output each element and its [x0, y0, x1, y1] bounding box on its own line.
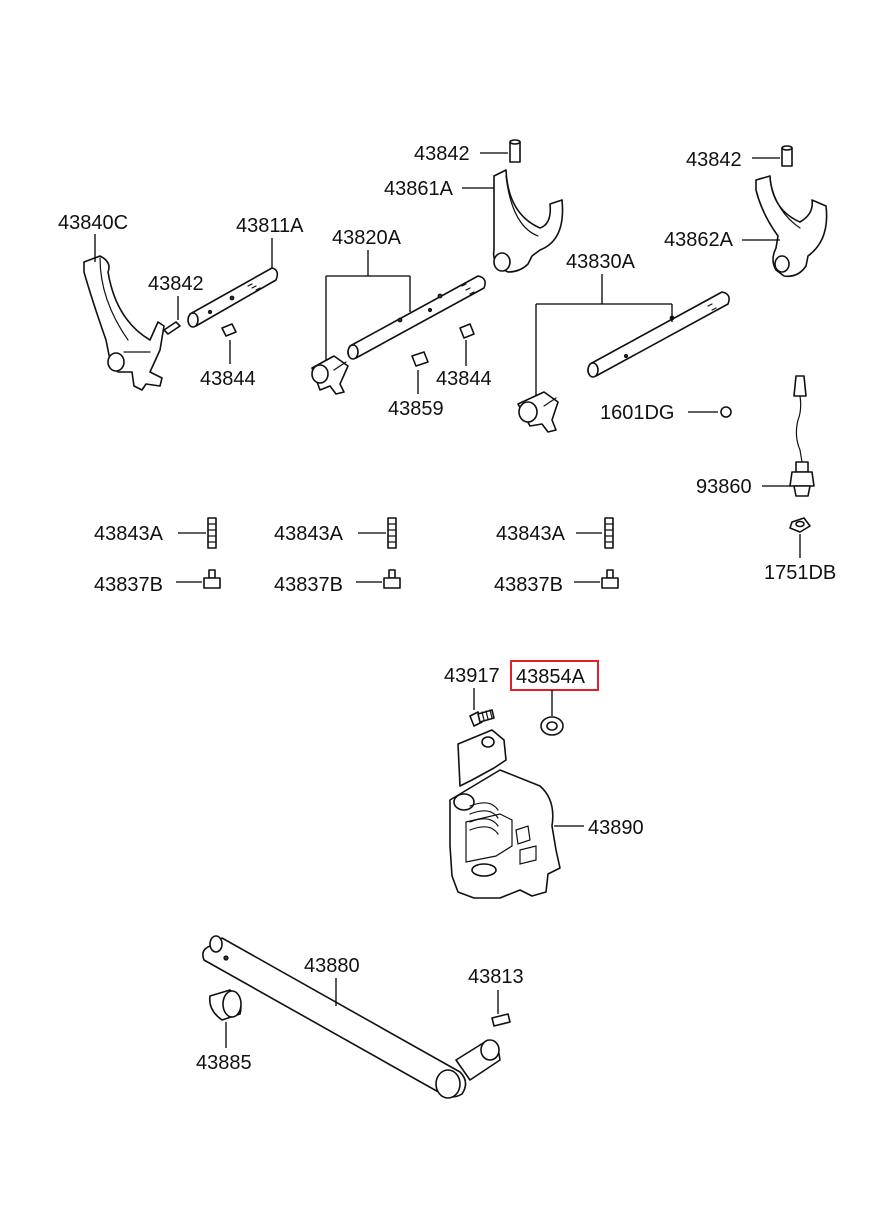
part-1601DG-ball[interactable]	[720, 406, 732, 418]
part-43840C-shift-fork[interactable]	[83, 255, 165, 391]
part-43862A-shift-fork[interactable]	[755, 175, 828, 278]
part-43813-pin[interactable]	[491, 1013, 511, 1027]
part-43837B-bolt-3[interactable]	[601, 569, 619, 589]
part-43830A-shift-rail[interactable]	[587, 291, 730, 378]
label-43861A[interactable]: 43861A	[384, 178, 454, 200]
label-43854A[interactable]: 43854A	[516, 666, 586, 688]
label-43917[interactable]: 43917	[444, 665, 500, 687]
label-43844-middle[interactable]: 43844	[436, 368, 492, 390]
part-43844-pin-middle[interactable]	[459, 323, 475, 339]
label-43880[interactable]: 43880	[304, 955, 360, 977]
part-43820A-lug[interactable]	[311, 355, 349, 395]
label-43837B-3[interactable]: 43837B	[494, 574, 563, 596]
part-43917-bolt[interactable]	[469, 709, 495, 727]
part-43830A-lug[interactable]	[517, 391, 559, 433]
label-43843A-3[interactable]: 43843A	[496, 523, 566, 545]
label-43844-left[interactable]: 43844	[200, 368, 256, 390]
part-43843A-stud-1[interactable]	[207, 517, 217, 549]
part-93860-switch[interactable]	[789, 375, 815, 497]
part-43861A-shift-fork[interactable]	[492, 169, 564, 273]
part-43837B-bolt-1[interactable]	[203, 569, 221, 589]
label-43843A-2[interactable]: 43843A	[274, 523, 344, 545]
label-1601DG[interactable]: 1601DG	[600, 402, 675, 424]
label-43842-right[interactable]: 43842	[686, 149, 742, 171]
label-43837B-1[interactable]: 43837B	[94, 574, 163, 596]
label-43885[interactable]: 43885	[196, 1052, 252, 1074]
part-43820A-shift-rail[interactable]	[347, 275, 486, 360]
part-1751DB-washer[interactable]	[789, 517, 811, 533]
part-43859-pin[interactable]	[411, 351, 429, 367]
part-43880-shaft[interactable]	[202, 935, 501, 1099]
part-43843A-stud-3[interactable]	[604, 517, 614, 549]
label-43843A-1[interactable]: 43843A	[94, 523, 164, 545]
part-43842-pin-left[interactable]	[163, 321, 181, 335]
label-43842-center[interactable]: 43842	[414, 143, 470, 165]
part-43811A-shift-rail[interactable]	[187, 267, 279, 328]
label-43830A[interactable]: 43830A	[566, 251, 636, 273]
highlight-box-43854A	[510, 660, 599, 691]
part-43844-pin-left[interactable]	[221, 323, 237, 337]
label-43859[interactable]: 43859	[388, 398, 444, 420]
label-43820A[interactable]: 43820A	[332, 227, 402, 249]
label-43890[interactable]: 43890	[588, 817, 644, 839]
label-93860[interactable]: 93860	[696, 476, 752, 498]
label-1751DB[interactable]: 1751DB	[764, 562, 836, 584]
part-43854A-washer[interactable]	[540, 716, 564, 736]
part-43885-bushing[interactable]	[208, 989, 242, 1021]
label-43813[interactable]: 43813	[468, 966, 524, 988]
label-43811A[interactable]: 43811A	[236, 215, 304, 237]
label-43862A[interactable]: 43862A	[664, 229, 734, 251]
label-43837B-2[interactable]: 43837B	[274, 574, 343, 596]
label-43842-left[interactable]: 43842	[148, 273, 204, 295]
part-43890-lever-assembly[interactable]	[449, 729, 561, 899]
part-43843A-stud-2[interactable]	[387, 517, 397, 549]
part-43842-pin-center[interactable]	[509, 139, 521, 163]
part-43842-pin-right[interactable]	[781, 145, 793, 167]
part-43837B-bolt-2[interactable]	[383, 569, 401, 589]
label-43840C[interactable]: 43840C	[58, 212, 128, 234]
